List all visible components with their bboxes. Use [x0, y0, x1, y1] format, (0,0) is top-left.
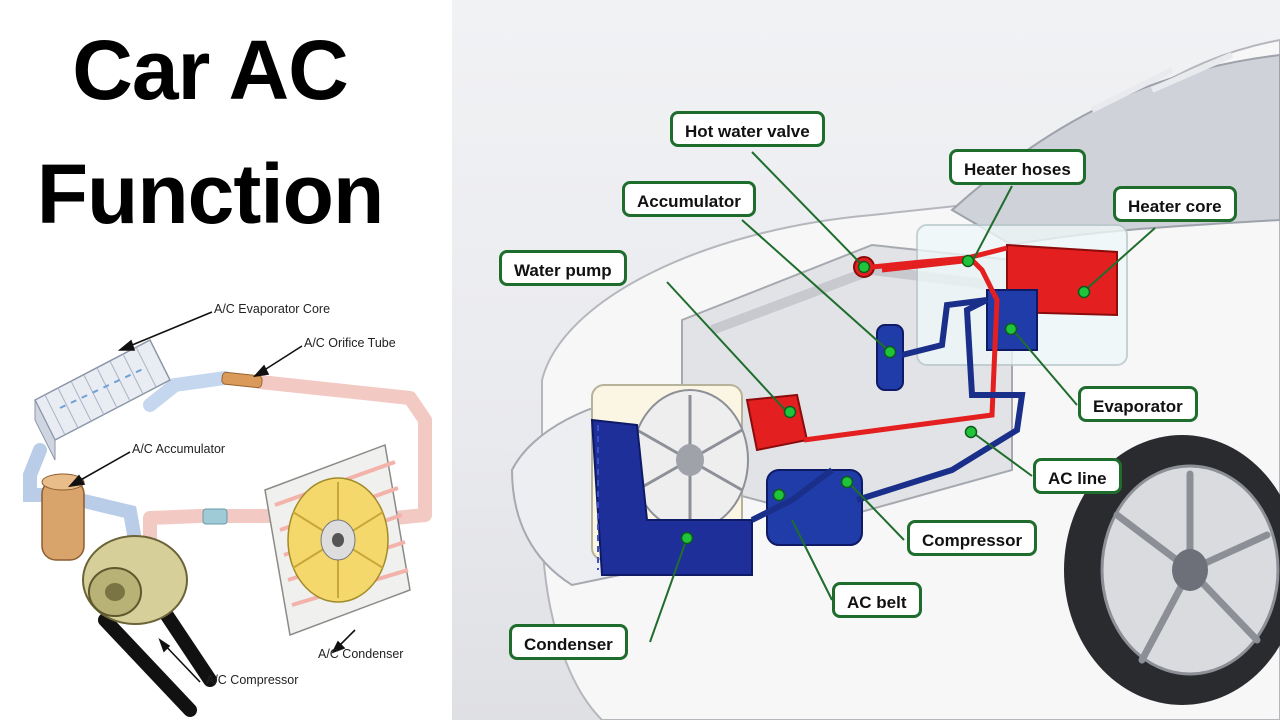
dot-evaporator [1004, 322, 1018, 336]
callout-water-pump: Water pump [499, 250, 627, 286]
evaporator-core [33, 338, 172, 461]
callout-condenser: Condenser [509, 624, 628, 660]
car-illustration [510, 38, 1280, 720]
dot-accumulator [883, 345, 897, 359]
compressor-body [766, 469, 863, 546]
callout-ac-belt: AC belt [832, 582, 922, 618]
dot-ac-belt [772, 488, 786, 502]
dot-heater-hoses [961, 254, 975, 268]
water-pump-body [745, 393, 809, 452]
dot-ac-line [964, 425, 978, 439]
ac-system-diagram: A/C Evaporator Core A/C Orifice Tube A/C… [0, 290, 450, 720]
discharge-line [143, 509, 282, 549]
callout-evaporator: Evaporator [1078, 386, 1198, 422]
page-title-line-2: Function [36, 147, 385, 241]
callout-heater-hoses: Heater hoses [949, 149, 1086, 185]
label-accumulator: A/C Accumulator [132, 442, 225, 456]
heater-hose-supply [871, 245, 1008, 270]
front-wheel [1064, 435, 1280, 705]
liquid-line-hot [253, 375, 432, 525]
ac-line-evaporator [901, 297, 988, 358]
liquid-line-cold [143, 371, 232, 412]
label-compressor: A/C Compressor [206, 673, 298, 687]
suction-line-compressor [73, 493, 142, 547]
callout-ac-line: AC line [1033, 458, 1122, 494]
condenser-unit [264, 443, 411, 637]
callout-heater-core: Heater core [1113, 186, 1237, 222]
callout-hot-water-valve: Hot water valve [670, 111, 825, 147]
orifice-tube [221, 371, 263, 389]
car-engine-bay-diagram: Hot water valve Heater hoses Accumulator… [452, 0, 1280, 720]
line-coupling [202, 508, 228, 525]
dot-compressor [840, 475, 854, 489]
compressor-unit [82, 535, 217, 717]
label-evaporator-core: A/C Evaporator Core [214, 302, 330, 316]
label-orifice-tube: A/C Orifice Tube [304, 336, 396, 350]
dot-condenser [680, 531, 694, 545]
ac-system-illustration: A/C Evaporator Core A/C Orifice Tube A/C… [23, 302, 432, 717]
dot-hot-water-valve [857, 260, 871, 274]
callout-accumulator: Accumulator [622, 181, 756, 217]
label-condenser: A/C Condenser [318, 647, 403, 661]
callout-compressor: Compressor [907, 520, 1038, 556]
accumulator-canister [41, 473, 85, 561]
page-title-line-1: Car AC [72, 23, 349, 117]
dot-water-pump [783, 405, 797, 419]
heater-hose-return [803, 257, 1000, 443]
dot-heater-core [1077, 285, 1091, 299]
ac-line-main [856, 297, 1026, 503]
ac-line-condenser [750, 467, 834, 523]
